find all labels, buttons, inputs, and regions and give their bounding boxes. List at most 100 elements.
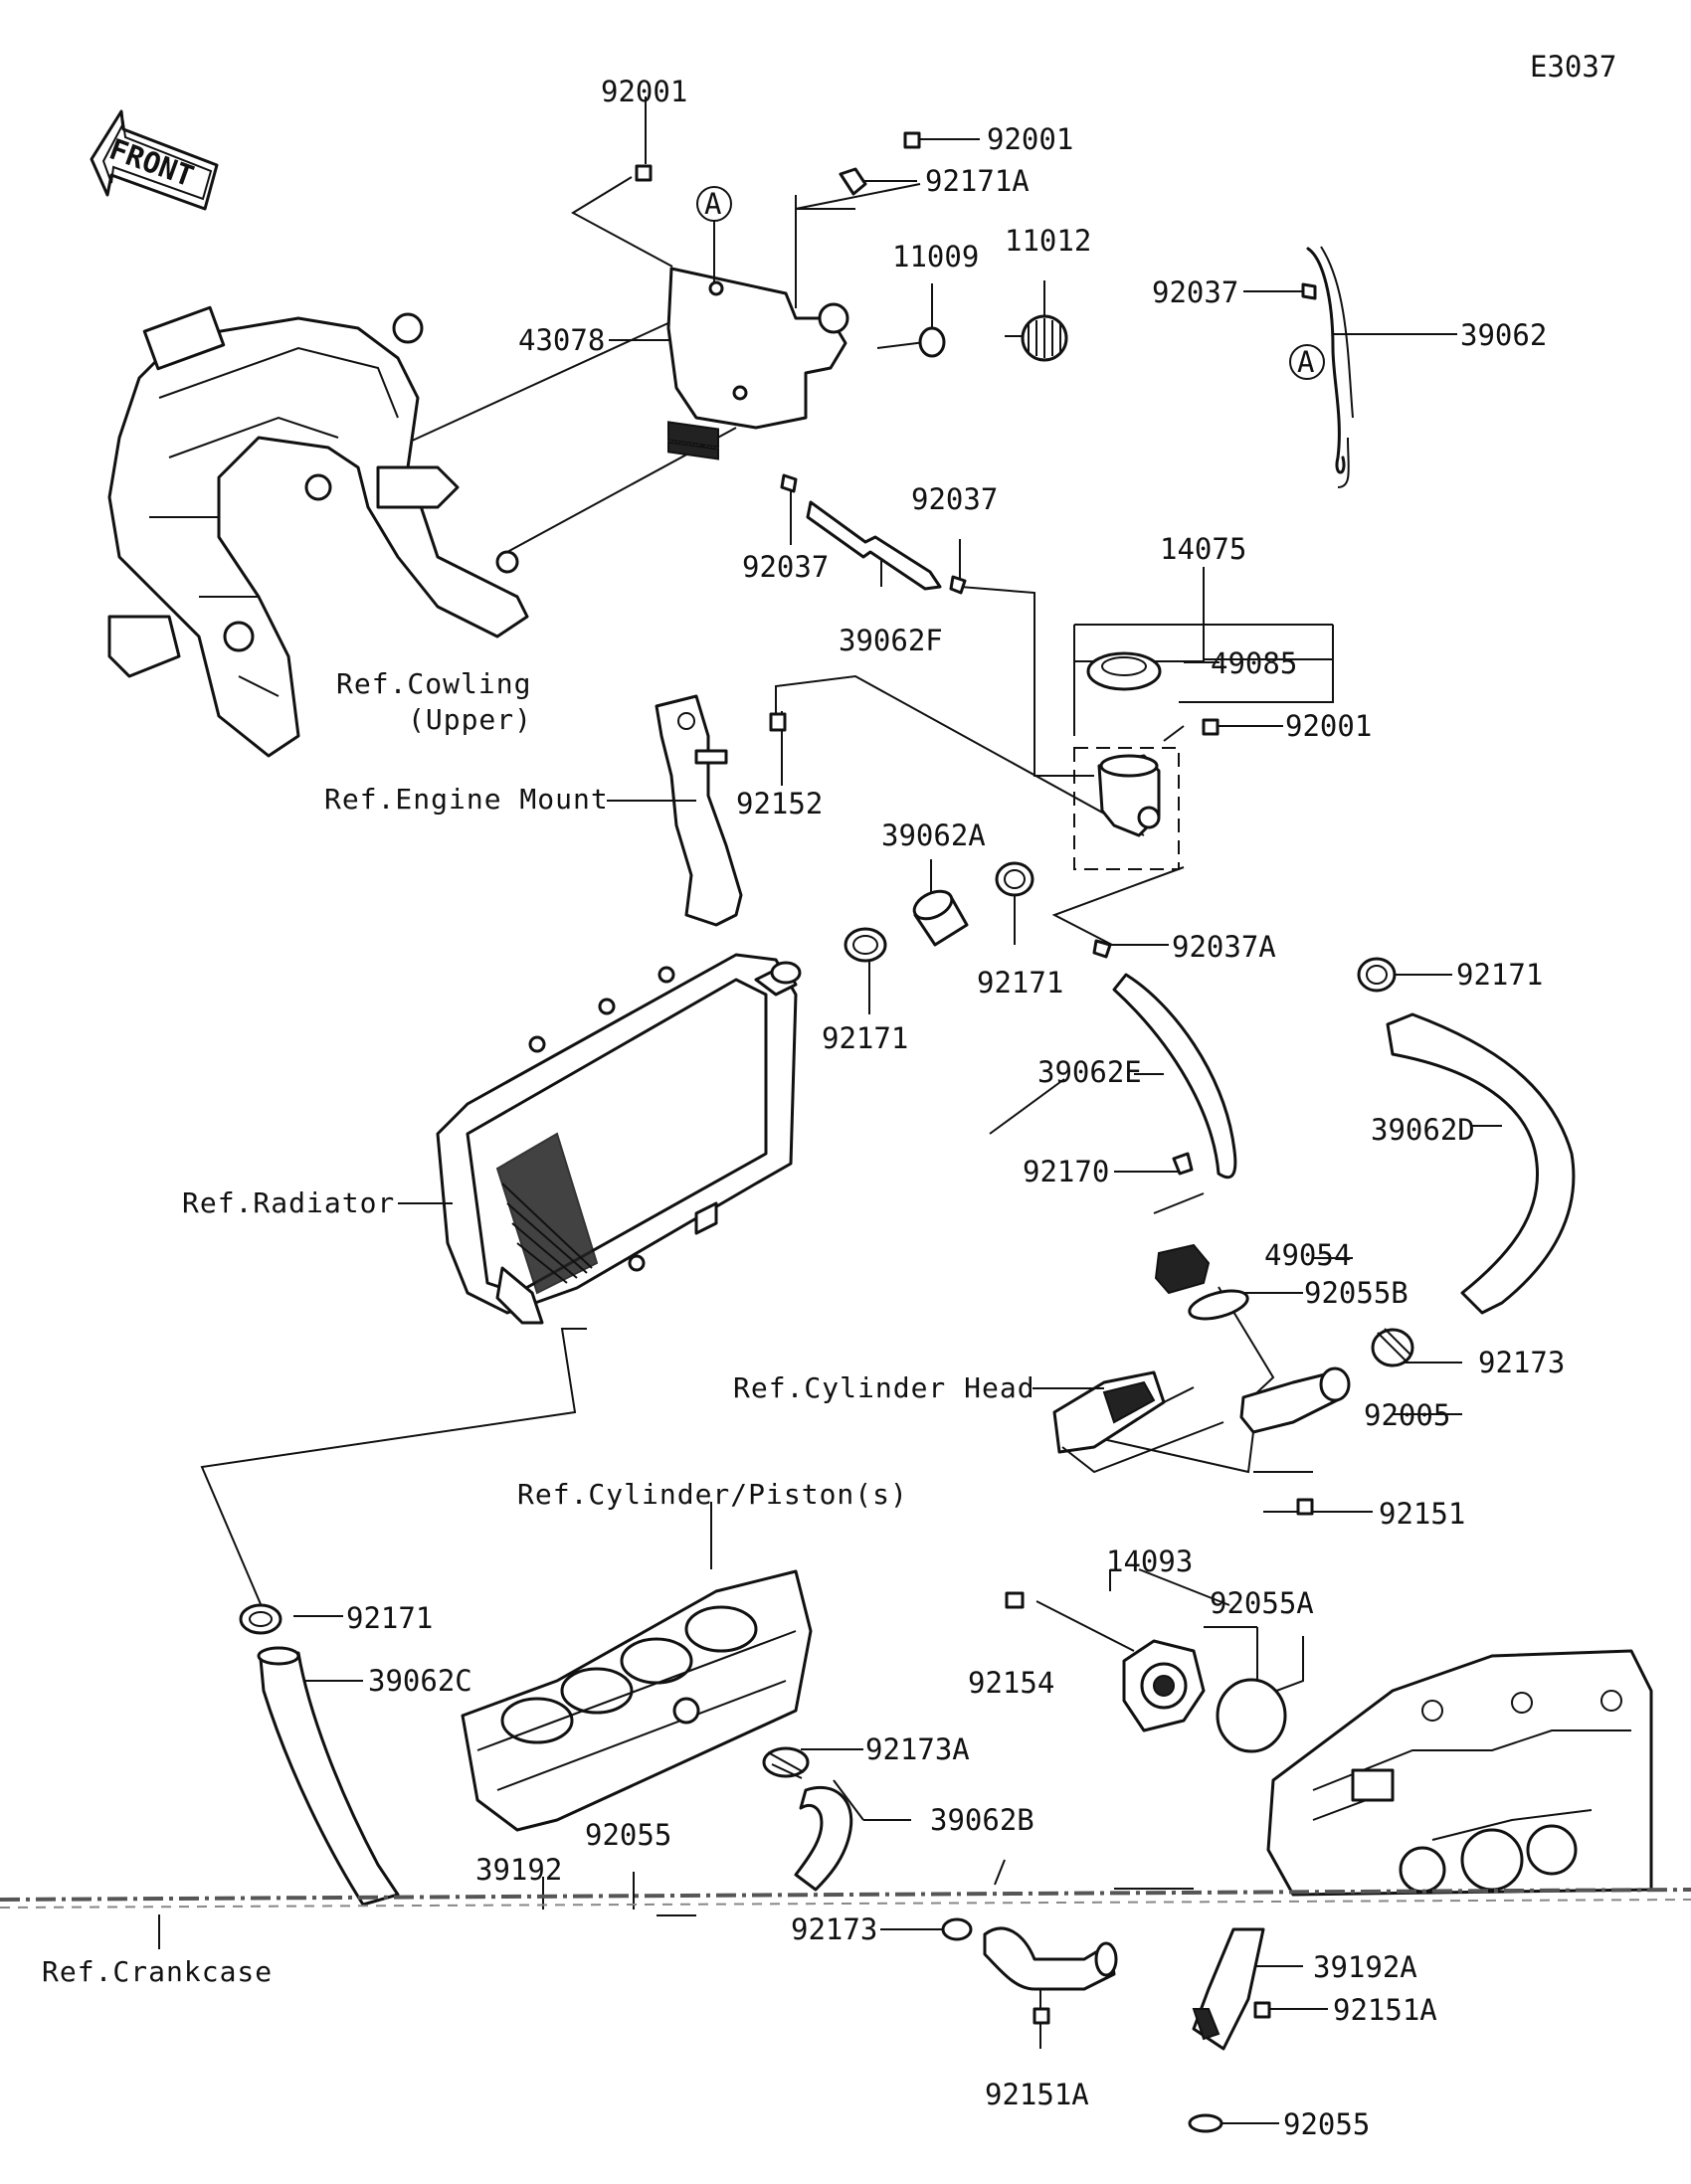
hose-39062: [1306, 246, 1354, 488]
o-ring-11009: [918, 326, 946, 358]
clamp-92173: [1371, 1328, 1414, 1367]
ref-cylinder-head-label: Ref.Cylinder Head: [733, 1371, 1035, 1404]
part-49085: 49085: [1211, 646, 1297, 680]
gasket-92055B: [1188, 1289, 1249, 1321]
part-92171A: 92171A: [925, 164, 1030, 198]
part-92055-bottom: 92055: [1283, 2107, 1370, 2141]
part-92037A: 92037A: [1172, 930, 1276, 964]
part-92171-d: 92171: [346, 1601, 433, 1635]
part-92173A: 92173A: [865, 1732, 970, 1766]
engine-mount: [655, 694, 743, 927]
filler-neck: [1097, 754, 1161, 837]
cylinder-head: [1052, 1370, 1166, 1454]
part-92001-cap: 92001: [1285, 709, 1372, 743]
part-92005: 92005: [1364, 1398, 1450, 1432]
part-92151A-bottom: 92151A: [985, 2078, 1089, 2111]
clip-92037A: [1092, 939, 1112, 959]
bolt-92152: [769, 712, 787, 732]
ref-cowling-label: Ref.Cowling: [336, 667, 531, 700]
ref-radiator-label: Ref.Radiator: [182, 1186, 395, 1219]
part-92171-a: 92171: [822, 1021, 908, 1055]
part-11009: 11009: [892, 240, 979, 273]
part-39062B: 39062B: [930, 1803, 1034, 1837]
water-pump-14093: [1122, 1639, 1206, 1732]
part-92037-mid: 92037: [742, 550, 829, 584]
part-92037-hose: 92037: [911, 482, 998, 516]
part-11012: 11012: [1005, 224, 1091, 258]
hose-39062F: [806, 500, 942, 591]
part-92152: 92152: [736, 787, 823, 820]
ref-crankcase-label: Ref.Crankcase: [42, 1955, 273, 1988]
bolt-92001-cap: [1202, 718, 1220, 736]
part-92171-b: 92171: [977, 966, 1063, 1000]
cap-11012: [1021, 314, 1068, 362]
hose-39062C: [257, 1646, 400, 1907]
part-39062F: 39062F: [839, 624, 943, 657]
bolt-92001-top: [635, 164, 653, 182]
svg-text:A: A: [1297, 345, 1314, 379]
part-39062D: 39062D: [1371, 1113, 1475, 1147]
bolt-92151A-right: [1253, 2001, 1271, 2019]
svg-text:A: A: [704, 187, 721, 221]
part-39062A: 39062A: [881, 819, 986, 852]
part-39062: 39062: [1460, 318, 1547, 352]
bolt-92154: [1005, 1591, 1025, 1609]
part-92151: 92151: [1379, 1497, 1465, 1531]
part-92170: 92170: [1023, 1155, 1109, 1188]
clamp-92173-bottom: [941, 1917, 973, 1941]
clip-92171A: [839, 167, 867, 196]
bolt-92151A-bottom: [1033, 2007, 1050, 2025]
bolt-92001-right: [903, 131, 921, 149]
part-92173: 92173: [1478, 1346, 1565, 1379]
ref-cylinder-piston-label: Ref.Cylinder/Piston(s): [517, 1478, 908, 1511]
part-92173-bottom: 92173: [791, 1912, 877, 1946]
gasket-92055A: [1216, 1678, 1287, 1753]
part-43078: 43078: [518, 323, 605, 357]
diagram-code: E3037: [1530, 50, 1616, 84]
part-92151A-right: 92151A: [1333, 1993, 1437, 2027]
clamp-92171-d: [239, 1603, 282, 1635]
front-arrow-icon: FRONT: [90, 109, 219, 211]
cowling-frame: [107, 305, 529, 758]
hose-39062B: [794, 1785, 853, 1892]
part-14075: 14075: [1160, 532, 1246, 566]
ref-engine-mount-label: Ref.Engine Mount: [324, 783, 609, 816]
clamp-92171-a: [844, 927, 887, 963]
part-39192: 39192: [475, 1853, 562, 1887]
ref-cowling-upper-label: (Upper): [408, 703, 532, 736]
pipe-bottom-center: [983, 1926, 1118, 1991]
part-39062C: 39062C: [368, 1664, 472, 1698]
hose-39062E: [1112, 973, 1237, 1180]
cylinder-block: [461, 1569, 813, 1832]
part-39062E: 39062E: [1037, 1055, 1142, 1089]
marker-a-circle-top: A: [696, 186, 732, 222]
part-92055B: 92055B: [1304, 1276, 1409, 1310]
radiator-cap-49085: [1086, 651, 1162, 691]
bolt-92151: [1296, 1498, 1314, 1516]
thermostat-49054: [1154, 1243, 1211, 1295]
thermostat-housing-92005: [1239, 1366, 1351, 1434]
part-92171-c: 92171: [1456, 958, 1543, 992]
o-ring-92055-bottom: [1188, 2113, 1223, 2133]
clamp-92171-b: [995, 861, 1034, 897]
part-92037-right: 92037: [1152, 275, 1238, 309]
clip-92037-right: [1301, 282, 1317, 300]
marker-a-circle-right: A: [1289, 344, 1325, 380]
crankcase: [1266, 1649, 1653, 1897]
pipe-39192A: [1192, 1927, 1265, 2051]
assembly-dashed-box: [1073, 747, 1180, 870]
clamp-92173A: [762, 1746, 810, 1779]
part-39192A: 39192A: [1313, 1950, 1417, 1984]
clip-92037-hose: [949, 575, 967, 595]
clip-92170: [1172, 1152, 1194, 1176]
part-14093: 14093: [1106, 1545, 1193, 1578]
part-92055A: 92055A: [1210, 1586, 1314, 1620]
hose-39062A: [912, 889, 969, 947]
part-92055-top: 92055: [585, 1818, 671, 1852]
part-92001-top: 92001: [601, 75, 687, 108]
hose-39062D: [1386, 1012, 1576, 1315]
radiator: [436, 953, 802, 1325]
clip-92037-mid: [780, 473, 798, 493]
part-49054: 49054: [1264, 1238, 1351, 1272]
